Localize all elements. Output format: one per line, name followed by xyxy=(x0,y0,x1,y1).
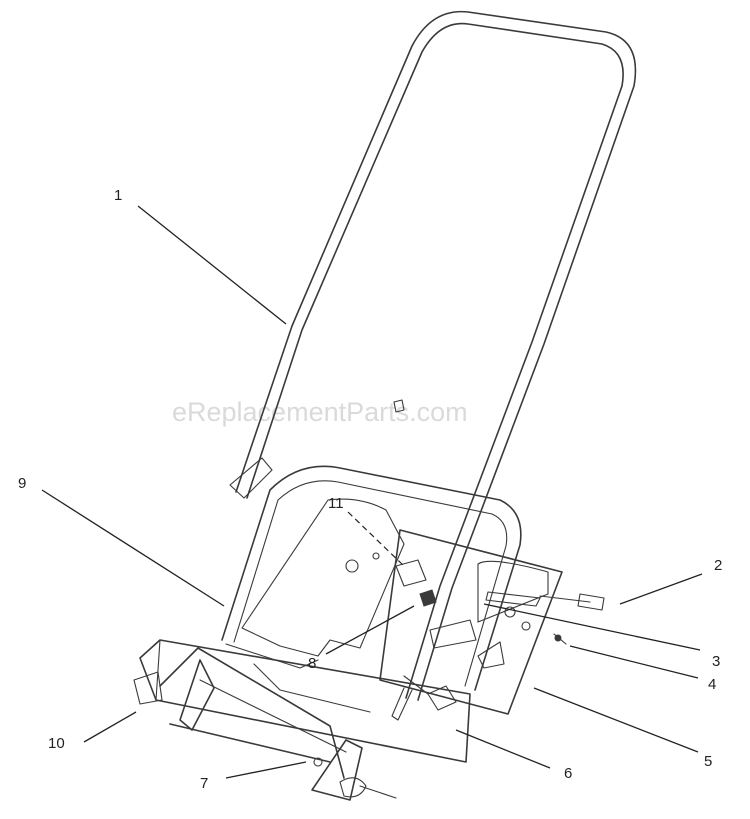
callout-labels: 1 2 3 4 5 6 7 8 9 10 11 xyxy=(18,187,722,792)
leader-line-11 xyxy=(347,511,405,567)
leader-line-5 xyxy=(533,687,699,753)
leader-line-6 xyxy=(455,729,551,769)
leader-line-3 xyxy=(483,603,701,651)
leader-line-4 xyxy=(569,645,699,679)
auger-part xyxy=(159,647,397,801)
nut-part xyxy=(419,589,437,607)
leader-line-7 xyxy=(225,761,307,779)
frame-part xyxy=(221,465,522,713)
chute-panel xyxy=(241,498,405,657)
callout-4: 4 xyxy=(708,676,716,693)
leader-line-10 xyxy=(83,711,137,743)
callout-7: 7 xyxy=(200,775,208,792)
callout-1: 1 xyxy=(114,187,122,204)
callout-3: 3 xyxy=(712,653,720,670)
callout-8: 8 xyxy=(308,655,316,672)
washer-part xyxy=(504,606,531,631)
leader-line-9 xyxy=(41,489,225,607)
callout-6: 6 xyxy=(564,765,572,782)
part-11-hardware xyxy=(393,399,427,587)
callout-9: 9 xyxy=(18,475,26,492)
leader-lines xyxy=(41,205,703,779)
callout-5: 5 xyxy=(704,753,712,770)
watermark: eReplacementParts.com xyxy=(172,397,468,427)
leader-line-1 xyxy=(137,205,287,325)
handle-part xyxy=(229,10,637,721)
callout-11: 11 xyxy=(328,495,344,512)
side-plate-part xyxy=(379,529,563,715)
callout-10: 10 xyxy=(48,735,65,752)
scraper-bar-part xyxy=(133,639,471,763)
leader-line-8 xyxy=(325,605,415,655)
bolt-part xyxy=(539,593,605,611)
callout-2: 2 xyxy=(714,557,722,574)
screw-part xyxy=(553,633,567,645)
leader-line-2 xyxy=(619,573,703,605)
